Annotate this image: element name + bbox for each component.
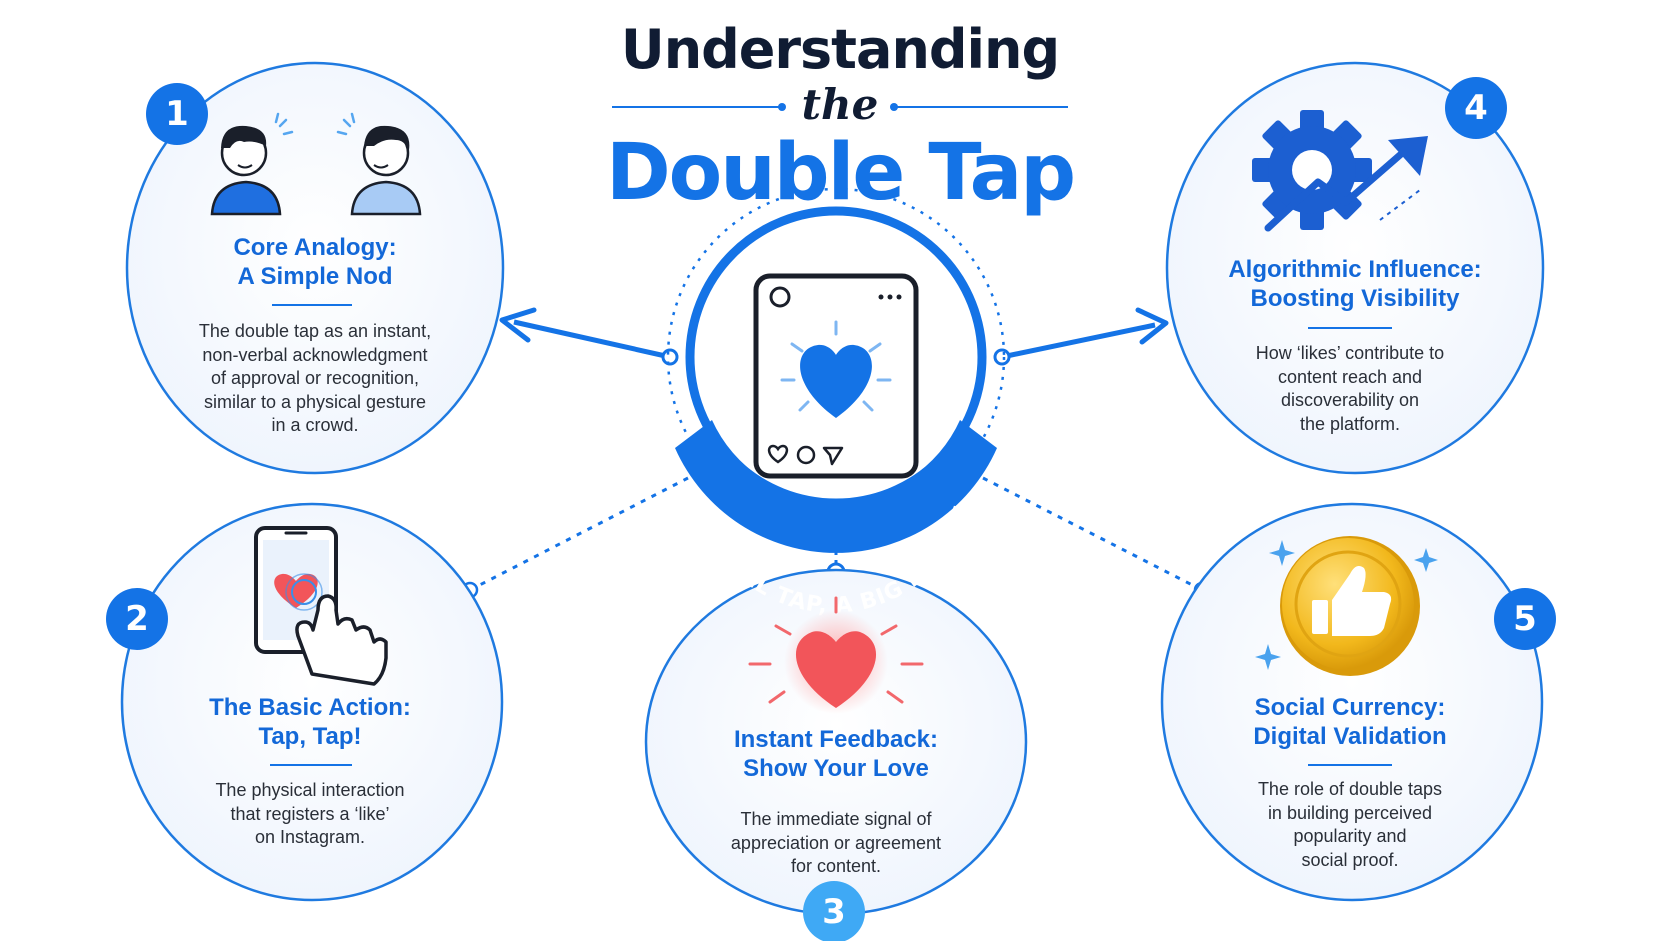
- card-4-text-line: How ‘likes’ contribute to: [1255, 343, 1445, 363]
- card-1-title-line-1: Core Analogy:: [233, 234, 397, 261]
- card-title-rules: [270, 304, 1392, 766]
- card-3-text-line: The immediate signal of: [740, 809, 932, 829]
- badge-5: [1494, 588, 1556, 650]
- card-5-text-line: in building perceived: [1267, 802, 1433, 823]
- card-4-text-line: the platform.: [1299, 413, 1401, 434]
- card-2-circle: [120, 502, 504, 902]
- title-divider: [612, 103, 1068, 111]
- card-5-text-line: social proof.: [1301, 849, 1399, 870]
- page-title-line-3: Double Tap: [605, 128, 1076, 218]
- card-2-text-line: that registers a ‘like’: [230, 803, 390, 824]
- card-1-circle: [125, 61, 505, 475]
- card-5-title: Social Currency: Digital Validation: [1220, 693, 1480, 751]
- page-title-line-1: Understanding: [620, 18, 1060, 81]
- card-2-description: The physical interaction that registers …: [160, 779, 460, 850]
- card-1-title: Core Analogy: A Simple Nod: [185, 233, 445, 291]
- card-4-description: How ‘likes’ contribute to content reach …: [1200, 342, 1500, 436]
- card-4-text-line: discoverability on: [1280, 390, 1420, 410]
- card-5-title-line-1: Social Currency:: [1254, 694, 1446, 721]
- phone-tap-hand-icon: [254, 526, 388, 686]
- badge-4-number: 4: [1464, 88, 1488, 128]
- instagram-post-heart-icon: [753, 273, 919, 479]
- card-2-title-line-1: The Basic Action:: [209, 694, 411, 721]
- two-people-nodding-icon: [210, 112, 422, 216]
- card-3-title-line-2: Show Your Love: [743, 755, 929, 782]
- badge-1: [146, 83, 208, 145]
- card-2-title: The Basic Action: Tap, Tap!: [180, 693, 440, 751]
- card-1-description: The double tap as an instant, non-verbal…: [165, 320, 465, 438]
- page-title-line-2: the: [801, 80, 879, 129]
- card-4-title-line-1: Algorithmic Influence:: [1228, 256, 1482, 283]
- card-2-text-line: The physical interaction: [215, 780, 405, 800]
- card-2-title-line-2: Tap, Tap!: [258, 723, 362, 750]
- card-3-title: Instant Feedback: Show Your Love: [706, 725, 966, 783]
- card-4-title-line-2: Boosting Visibility: [1250, 285, 1460, 312]
- thumbs-up-coin-icon: [1255, 536, 1438, 676]
- card-1-text-line: The double tap as an instant,: [198, 321, 432, 341]
- gear-growth-arrow-icon: [1252, 110, 1428, 232]
- badge-1-number: 1: [165, 94, 189, 134]
- card-4-text-line: content reach and: [1277, 366, 1423, 387]
- card-4-title: Algorithmic Influence: Boosting Visibili…: [1205, 255, 1505, 313]
- card-2-text-line: on Instagram.: [254, 827, 366, 847]
- badge-2: [106, 588, 168, 650]
- badge-5-number: 5: [1513, 599, 1537, 639]
- card-1-text-line: non-verbal acknowledgment: [202, 344, 428, 365]
- glowing-heart-icon: [748, 596, 924, 714]
- card-1-text-line: of approval or recognition,: [210, 368, 420, 388]
- badge-4: [1445, 77, 1507, 139]
- card-5-description: The role of double taps in building perc…: [1200, 778, 1500, 872]
- card-1-text-line: in a crowd.: [271, 415, 359, 435]
- card-5-text-line: popularity and: [1293, 826, 1407, 846]
- card-3-description: The immediate signal of appreciation or …: [686, 808, 986, 879]
- badge-3: [803, 881, 865, 941]
- card-1-title-line-2: A Simple Nod: [237, 263, 393, 290]
- card-3-text-line: for content.: [790, 856, 882, 876]
- badge-3-number: 3: [822, 892, 846, 932]
- card-5-title-line-2: Digital Validation: [1253, 723, 1447, 750]
- card-3-title-line-1: Instant Feedback:: [733, 726, 939, 753]
- card-5-circle: [1160, 502, 1544, 902]
- badge-2-number: 2: [125, 599, 149, 639]
- card-3-text-line: appreciation or agreement: [730, 832, 942, 853]
- card-5-text-line: The role of double taps: [1257, 779, 1443, 799]
- card-1-text-line: similar to a physical gesture: [203, 391, 427, 412]
